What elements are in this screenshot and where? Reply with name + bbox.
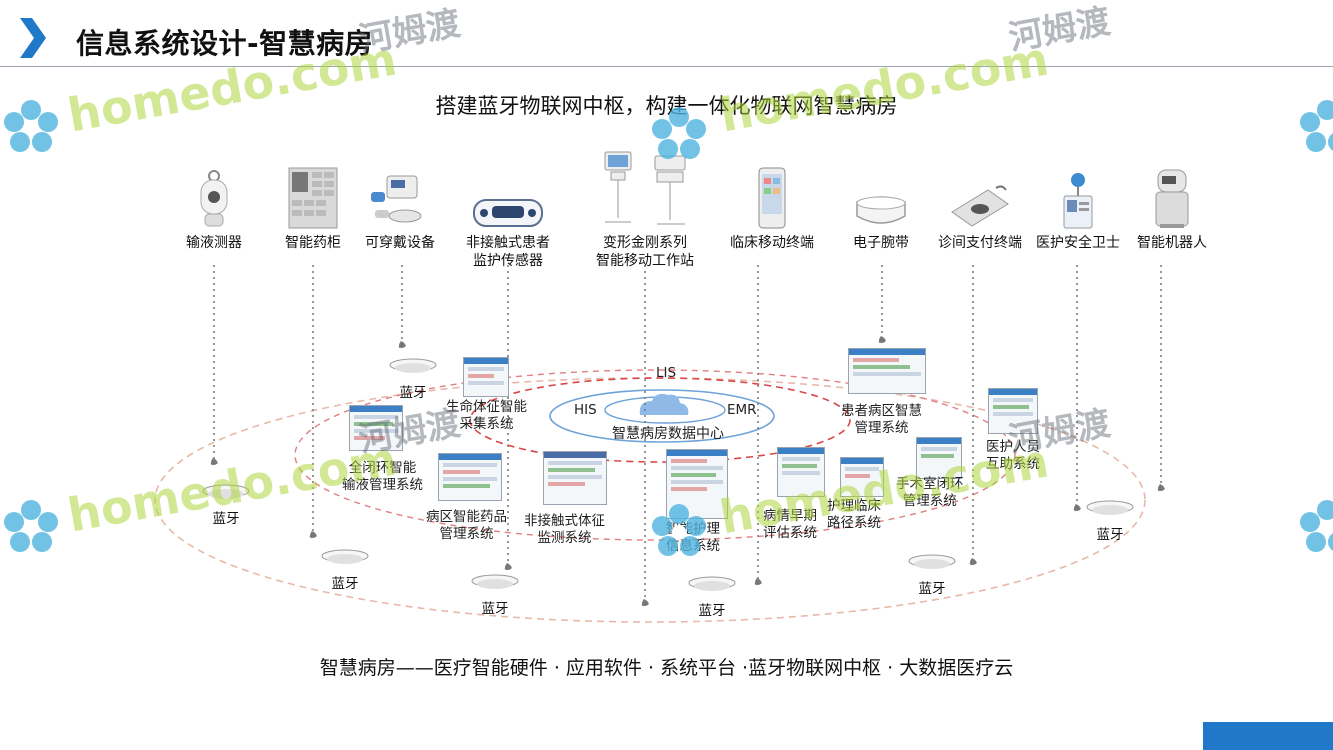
system-label: 医护人员 互助系统: [986, 439, 1040, 472]
watermark-flower-icon: [4, 500, 58, 552]
robot-icon: [1155, 169, 1189, 228]
diagram-subtitle: 搭建蓝牙物联网中枢，构建一体化物联网智慧病房: [435, 94, 898, 118]
medicine-cabinet-icon: [288, 167, 338, 229]
device-payment-terminal: 诊间支付终端: [925, 158, 1035, 252]
bluetooth-hub-icon: [321, 549, 369, 564]
watermark-flower-icon: [1300, 500, 1333, 552]
bluetooth-label: 蓝牙: [698, 603, 726, 619]
watermark-flower-icon: [652, 107, 706, 159]
emr-label: EMR: [727, 402, 757, 418]
data-center-label: 智慧病房数据中心: [612, 426, 724, 442]
device-label: 电子腕带: [853, 235, 909, 251]
device-label: 可穿戴设备: [365, 235, 435, 251]
his-label: HIS: [574, 402, 597, 418]
device-label: 智能药柜: [285, 235, 341, 251]
system-screenshot: [777, 447, 825, 497]
system-label: 非接触式体征 监测系统: [524, 513, 605, 546]
header-divider: [0, 66, 1333, 67]
corner-accent: [1203, 722, 1333, 750]
system-label: 全闭环智能 输液管理系统: [342, 460, 423, 493]
page-title: 信息系统设计-智慧病房: [76, 27, 374, 60]
device-label: 输液测器: [186, 235, 242, 251]
bluetooth-hub: 蓝牙: [191, 483, 261, 527]
system-label: 生命体征智能 采集系统: [446, 399, 527, 432]
contactless-sensor-icon: [473, 199, 543, 227]
bluetooth-label: 蓝牙: [399, 385, 427, 401]
wristband-icon: [856, 196, 906, 224]
device-mobile-terminal: 临床移动终端: [717, 158, 827, 252]
system-label: 患者病区智慧 管理系统: [841, 403, 922, 436]
watermark-flower-icon: [4, 100, 58, 152]
system-screenshot: [916, 437, 962, 479]
device-label: 医护安全卫士: [1036, 235, 1120, 251]
bluetooth-hub: 蓝牙: [677, 575, 747, 619]
bluetooth-hub-icon: [908, 554, 956, 569]
system-screenshot: [543, 451, 607, 505]
system-label: 病情早期 评估系统: [763, 508, 817, 541]
device-label: 临床移动终端: [730, 235, 814, 251]
device-wearable: 可穿戴设备: [345, 158, 455, 252]
device-label: 诊间支付终端: [938, 235, 1022, 251]
middle-ring: [294, 369, 1016, 541]
system-screenshot: [438, 453, 502, 501]
core-ring: [549, 389, 775, 443]
system-screenshot: [349, 405, 403, 451]
mobile-terminal-icon: [758, 167, 786, 229]
bluetooth-hub-icon: [1086, 500, 1134, 515]
system-screenshot: [463, 357, 509, 397]
mobile-workstation-icon: [604, 151, 686, 225]
cloud-icon: [639, 393, 689, 415]
device-label: 变形金刚系列 智能移动工作站: [596, 235, 694, 269]
system-screenshot: [988, 388, 1038, 434]
watermark-flower-icon: [1300, 100, 1333, 152]
bluetooth-hub: 蓝牙: [1075, 499, 1145, 543]
device-wristband: 电子腕带: [826, 158, 936, 252]
bluetooth-hub: 蓝牙: [310, 548, 380, 592]
device-contactless-sensor: 非接触式患者 监护传感器: [453, 158, 563, 270]
device-robot: 智能机器人: [1117, 158, 1227, 252]
payment-terminal-icon: [951, 185, 1009, 227]
inner-ring: [469, 377, 851, 463]
bluetooth-label: 蓝牙: [331, 576, 359, 592]
bluetooth-hub: 蓝牙: [460, 573, 530, 617]
watermark-flower-icon: [652, 504, 706, 556]
system-label: 护理临床 路径系统: [827, 498, 881, 531]
bluetooth-hub-icon: [389, 358, 437, 373]
infusion-monitor-icon: [200, 170, 228, 227]
system-screenshot: [848, 348, 926, 394]
device-infusion-monitor: 输液测器: [159, 158, 269, 252]
device-medicine-cabinet: 智能药柜: [258, 158, 368, 252]
id-badge-icon: [1063, 173, 1093, 229]
wearable-device-icon: [371, 175, 422, 223]
bluetooth-hub-icon: [688, 576, 736, 591]
bluetooth-hub: 蓝牙: [378, 357, 448, 401]
bluetooth-label: 蓝牙: [918, 581, 946, 597]
diagram-footer: 智慧病房——医疗智能硬件 · 应用软件 · 系统平台 ·蓝牙物联网中枢 · 大数…: [319, 657, 1014, 679]
bluetooth-label: 蓝牙: [212, 511, 240, 527]
system-label: 病区智能药品 管理系统: [426, 509, 507, 542]
bluetooth-hub: 蓝牙: [897, 553, 967, 597]
device-mobile-workstation: 变形金刚系列 智能移动工作站: [590, 148, 700, 270]
device-label: 非接触式患者 监护传感器: [466, 235, 550, 269]
bluetooth-label: 蓝牙: [1096, 527, 1124, 543]
bluetooth-hub-icon: [202, 484, 250, 499]
bluetooth-hub-icon: [471, 574, 519, 589]
system-label: 手术室闭环 管理系统: [896, 476, 964, 509]
chevron-right-icon: [20, 18, 46, 58]
device-id-badge: 医护安全卫士: [1023, 158, 1133, 252]
lis-label: LIS: [656, 365, 677, 381]
bluetooth-label: 蓝牙: [481, 601, 509, 617]
device-label: 智能机器人: [1137, 235, 1207, 251]
system-screenshot: [840, 457, 884, 497]
